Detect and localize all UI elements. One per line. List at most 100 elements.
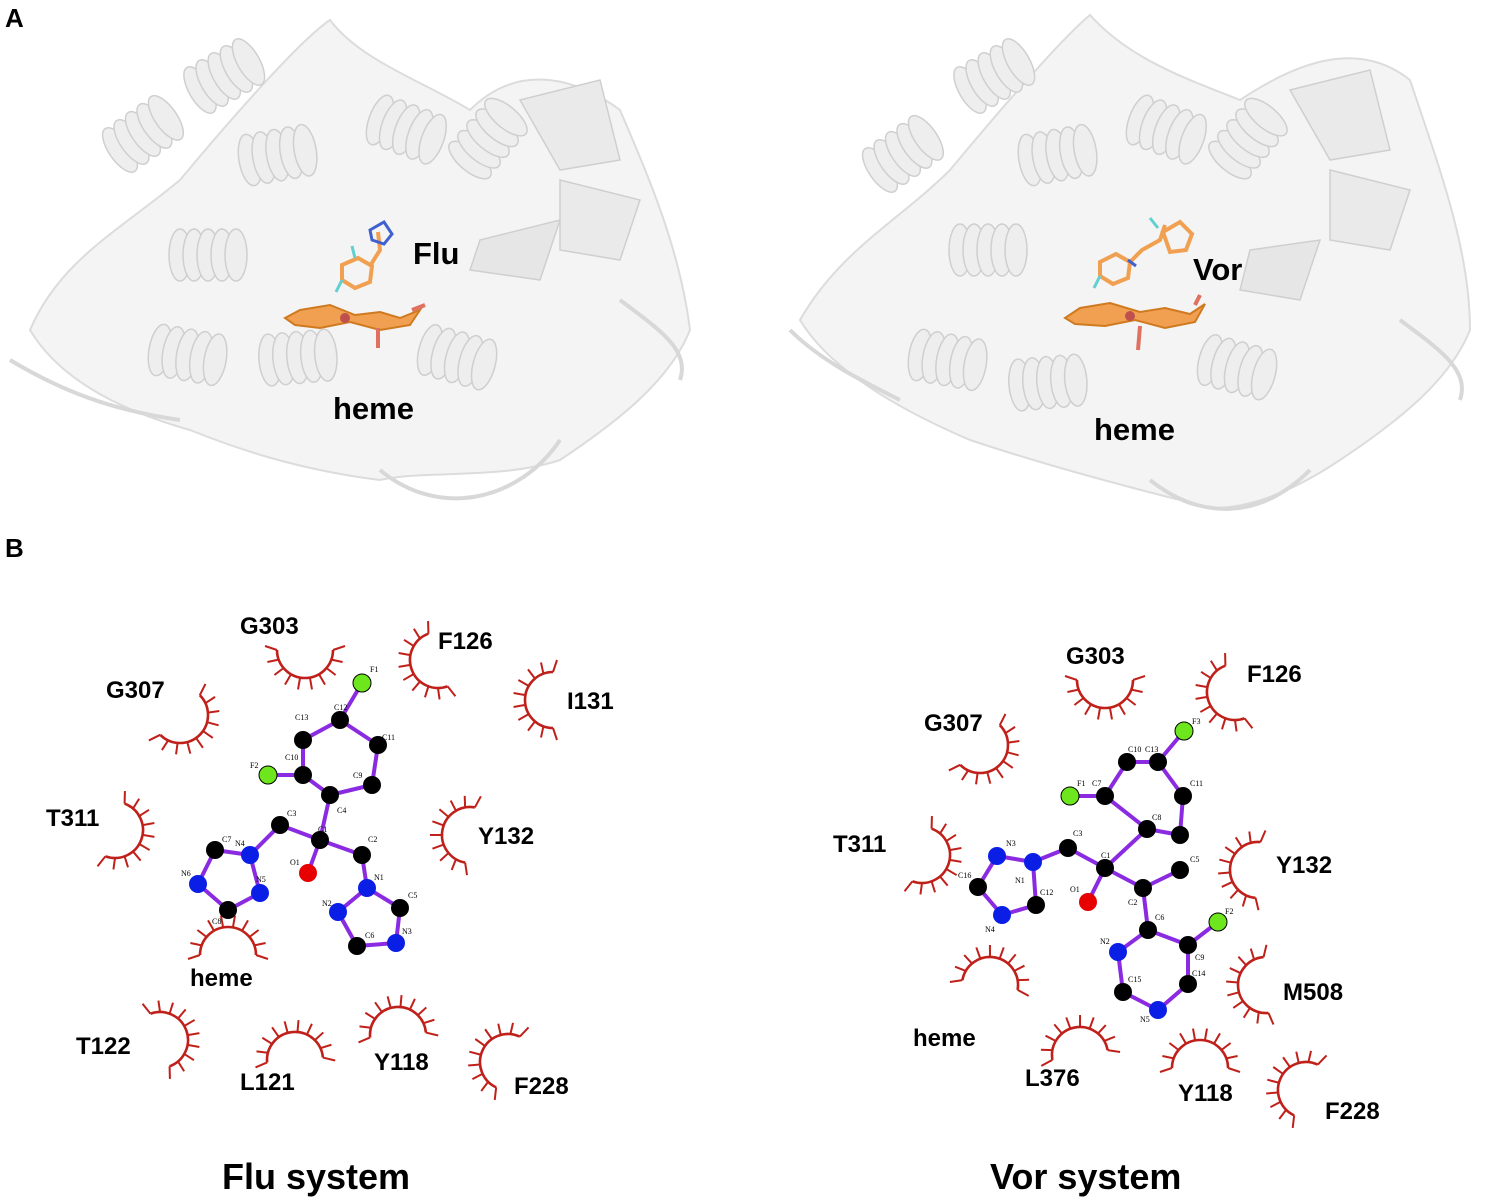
flu-residue-t122: T122 bbox=[76, 1033, 131, 1060]
flu-residue-f126: F126 bbox=[438, 628, 493, 655]
vor-contact-m508 bbox=[1221, 943, 1275, 1030]
vor-ligand-model bbox=[1092, 217, 1195, 289]
vor-atom-f1: F1 bbox=[1077, 779, 1085, 788]
flu-atoms bbox=[189, 673, 409, 955]
flu-residue-y132: Y132 bbox=[478, 823, 535, 850]
flu-heme-label: heme bbox=[333, 391, 414, 426]
flu-molecule: F1 C13 C12 C11 F2 C10 C9 C4 C3 C1 C2 C7 … bbox=[181, 665, 417, 955]
vor-atom-c16: C16 bbox=[958, 871, 971, 880]
vor-atom-c2: C2 bbox=[1128, 898, 1137, 907]
vor-molecule: F3 C10 C13 F1 C7 C11 C4 C8 N3 C3 C1 C5 C… bbox=[958, 717, 1233, 1024]
flu-contact-t122 bbox=[141, 987, 213, 1081]
vor-residue-heme: heme bbox=[913, 1025, 976, 1052]
vor-atom-n3: N3 bbox=[1006, 839, 1016, 848]
vor-atom-c5: C5 bbox=[1190, 855, 1199, 864]
flu-atom-c12: C12 bbox=[334, 703, 347, 712]
flu-ligand-label: Flu bbox=[413, 236, 460, 271]
flu-atom-labels: F1 C13 C12 C11 F2 C10 C9 C4 C3 C1 C2 C7 … bbox=[181, 665, 417, 940]
flu-contact-y132 bbox=[422, 787, 483, 877]
vor-contact-y118 bbox=[1158, 1027, 1242, 1074]
vor-contact-f126 bbox=[1182, 651, 1254, 745]
flu-atom-c13: C13 bbox=[295, 713, 308, 722]
vor-atom-c3: C3 bbox=[1073, 829, 1082, 838]
flu-atom-n5: N5 bbox=[256, 875, 266, 884]
flu-atom-o1: O1 bbox=[290, 858, 300, 867]
vor-contact-g303 bbox=[1063, 674, 1147, 721]
vor-atom-n4: N4 bbox=[985, 925, 995, 934]
flu-contact-y118 bbox=[353, 990, 440, 1044]
vor-atom-c1: C1 bbox=[1101, 851, 1110, 860]
vor-contact-f228 bbox=[1252, 1035, 1328, 1130]
flu-atom-n6: N6 bbox=[181, 869, 191, 878]
flu-heme-model bbox=[283, 303, 426, 348]
vor-atom-f2: F2 bbox=[1225, 907, 1233, 916]
flu-atom-c4: C4 bbox=[337, 806, 346, 815]
vor-residue-g307: G307 bbox=[924, 710, 983, 737]
flu-residue-i131: I131 bbox=[567, 688, 614, 715]
vor-contact-l376 bbox=[1032, 1007, 1122, 1068]
vor-atom-c12: C12 bbox=[1040, 888, 1053, 897]
flu-protein-ribbon bbox=[8, 18, 692, 501]
panel-letter-b: B bbox=[5, 533, 24, 563]
flu-residue-t311: T311 bbox=[46, 805, 100, 832]
flu-ligand-model bbox=[334, 220, 394, 293]
vor-residue-y132: Y132 bbox=[1276, 852, 1333, 879]
flu-contact-g303 bbox=[263, 644, 347, 691]
flu-atom-c8: C8 bbox=[212, 917, 221, 926]
vor-residue-t311: T311 bbox=[833, 831, 887, 858]
flu-atom-n2: N2 bbox=[322, 899, 332, 908]
vor-atom-f3: F3 bbox=[1192, 717, 1200, 726]
vor-contact-heme bbox=[948, 937, 1038, 998]
flu-residue-heme: heme bbox=[190, 965, 253, 992]
flu-atom-c5: C5 bbox=[408, 891, 417, 900]
flu-hydrophobic-contacts bbox=[96, 619, 559, 1102]
flu-atom-c6: C6 bbox=[365, 931, 374, 940]
vor-atom-c8: C8 bbox=[1152, 813, 1161, 822]
vor-heme-model bbox=[1063, 294, 1206, 351]
vor-contact-y132 bbox=[1213, 825, 1267, 912]
vor-ligand-label: Vor bbox=[1193, 252, 1243, 287]
flu-atom-c10: C10 bbox=[285, 753, 298, 762]
flu-atom-c9: C9 bbox=[353, 771, 362, 780]
vor-contact-t311 bbox=[903, 814, 975, 908]
flu-contact-i131 bbox=[512, 658, 559, 742]
flu-residue-l121: L121 bbox=[240, 1069, 295, 1096]
vor-residue-f126: F126 bbox=[1247, 661, 1302, 688]
flu-atom-c3: C3 bbox=[287, 809, 296, 818]
vor-atoms bbox=[969, 721, 1228, 1019]
vor-residue-l376: L376 bbox=[1025, 1065, 1080, 1092]
vor-atom-n5: N5 bbox=[1140, 1015, 1150, 1024]
vor-residue-y118: Y118 bbox=[1178, 1080, 1233, 1107]
vor-atom-c10: C10 bbox=[1128, 745, 1141, 754]
flu-atom-c7: C7 bbox=[222, 835, 231, 844]
vor-atom-c15: C15 bbox=[1128, 975, 1141, 984]
flu-residue-g307: G307 bbox=[106, 677, 165, 704]
vor-atom-c4: C4 bbox=[1138, 826, 1147, 835]
vor-atom-c13: C13 bbox=[1145, 745, 1158, 754]
protein-structure-panel bbox=[8, 13, 1472, 511]
flu-contact-t311 bbox=[96, 789, 168, 883]
vor-atom-labels: F3 C10 C13 F1 C7 C11 C4 C8 N3 C3 C1 C5 C… bbox=[958, 717, 1233, 1024]
flu-system-title: Flu system bbox=[222, 1156, 411, 1197]
flu-residue-f228: F228 bbox=[514, 1073, 569, 1100]
flu-atom-n4: N4 bbox=[235, 839, 245, 848]
vor-residue-g303: G303 bbox=[1066, 643, 1125, 670]
flu-atom-n1: N1 bbox=[374, 873, 384, 882]
vor-atom-n1: N1 bbox=[1015, 876, 1025, 885]
vor-atom-c7: C7 bbox=[1092, 779, 1101, 788]
flu-atom-c1: C1 bbox=[318, 825, 327, 834]
vor-atom-o1: O1 bbox=[1070, 885, 1080, 894]
vor-atom-c11: C11 bbox=[1190, 779, 1203, 788]
vor-atom-c14: C14 bbox=[1192, 969, 1205, 978]
vor-atom-c9: C9 bbox=[1195, 953, 1204, 962]
flu-atom-n3: N3 bbox=[402, 927, 412, 936]
flu-contact-l121 bbox=[250, 1015, 337, 1069]
flu-atom-c11: C11 bbox=[382, 733, 395, 742]
vor-residue-f228: F228 bbox=[1325, 1098, 1380, 1125]
flu-residue-g303: G303 bbox=[240, 613, 299, 640]
flu-atom-f2: F2 bbox=[250, 761, 258, 770]
flu-atom-c2: C2 bbox=[368, 835, 377, 844]
flu-atom-f1: F1 bbox=[370, 665, 378, 674]
vor-atom-n2: N2 bbox=[1100, 937, 1110, 946]
vor-atom-c6: C6 bbox=[1155, 913, 1164, 922]
